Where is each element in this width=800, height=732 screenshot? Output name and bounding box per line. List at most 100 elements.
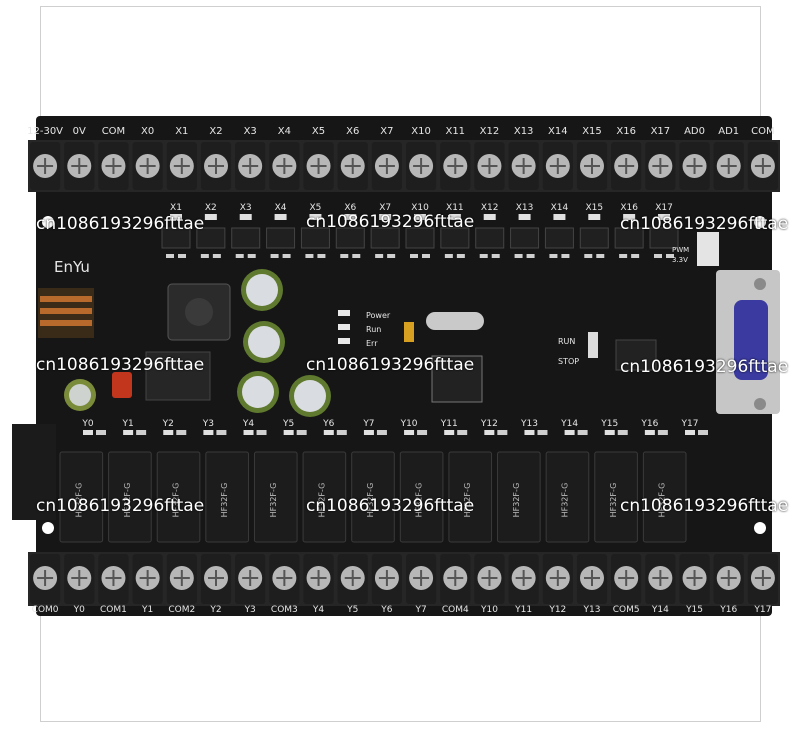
resistor: [216, 430, 227, 435]
bottom-terminal-label: Y16: [719, 605, 737, 615]
output-led: [404, 430, 415, 435]
resistor: [666, 254, 674, 258]
fuse: [112, 372, 132, 398]
resistor: [178, 254, 186, 258]
input-led-label: X12: [481, 203, 499, 213]
resistor: [417, 430, 428, 435]
output-led-label: Y6: [322, 419, 334, 429]
input-led-label: X15: [585, 203, 603, 213]
top-terminal-label: 12-30V: [27, 126, 63, 137]
comm-ic: [615, 339, 657, 371]
output-led: [203, 430, 214, 435]
optocoupler: [266, 227, 296, 249]
output-led: [444, 430, 455, 435]
bottom-terminal-label: COM0: [32, 605, 59, 615]
pwm-voltage-label: 3.3V: [672, 256, 688, 264]
optocoupler: [161, 227, 191, 249]
top-terminal-label: X3: [244, 126, 257, 137]
bottom-terminal-label: Y7: [414, 605, 426, 615]
watermark: cn1086193296fttae: [306, 496, 475, 516]
top-terminal-label: X1: [175, 126, 188, 137]
resistor: [654, 254, 662, 258]
top-terminal-label: COM: [102, 126, 125, 137]
relay: [545, 451, 590, 543]
bottom-terminal-label: Y14: [651, 605, 669, 615]
status-label-power: Power: [366, 311, 391, 320]
bottom-terminal-label: Y10: [480, 605, 498, 615]
resistor: [631, 254, 640, 258]
relay: [156, 451, 201, 543]
resistor: [336, 430, 347, 435]
resistor: [282, 254, 291, 258]
output-led: [685, 430, 695, 435]
output-led: [604, 430, 615, 435]
resistor: [537, 430, 548, 435]
relay: [497, 451, 541, 543]
watermark: cn1086193296fttae: [36, 355, 205, 375]
input-led-label: X16: [620, 203, 638, 213]
mount-hole: [42, 522, 54, 534]
input-led: [274, 214, 287, 220]
relay: [448, 451, 493, 543]
resistor: [235, 254, 244, 258]
input-led-label: X14: [551, 203, 569, 213]
resistor: [375, 254, 384, 258]
input-led: [344, 214, 357, 220]
resistor: [561, 254, 570, 258]
resistor: [457, 430, 468, 435]
output-led: [243, 430, 254, 435]
db9-port: [734, 300, 768, 380]
resistor: [410, 254, 418, 258]
switch-label-run: RUN: [558, 337, 575, 346]
optocoupler: [231, 227, 261, 249]
tant-capacitor: [404, 322, 414, 342]
crystal: [426, 312, 484, 330]
relay: [108, 451, 152, 543]
optocoupler: [405, 227, 435, 249]
relay-marking: HF32F-G: [74, 483, 83, 518]
output-led-label: Y10: [400, 419, 418, 429]
relay: [642, 451, 687, 543]
optocoupler: [370, 227, 400, 249]
input-led: [204, 214, 217, 220]
bottom-terminal-label: Y5: [346, 605, 358, 615]
input-led: [518, 214, 531, 220]
bottom-terminal-label: COM1: [100, 605, 127, 615]
relay-marking: HF32F-G: [123, 483, 132, 518]
inductor-core: [185, 298, 213, 326]
bottom-terminal-label: Y4: [312, 605, 324, 615]
optocoupler: [510, 227, 540, 249]
input-led-label: X17: [655, 203, 673, 213]
mount-hole: [754, 216, 766, 228]
input-led: [239, 214, 252, 220]
switch-label-stop: STOP: [558, 357, 579, 366]
output-led: [524, 430, 535, 435]
output-led: [83, 430, 93, 435]
resistor: [698, 430, 708, 435]
capacitor-top: [69, 384, 91, 406]
watermark: cn1086193296fttae: [306, 355, 475, 375]
resistor: [479, 254, 488, 258]
optocoupler: [196, 227, 226, 249]
top-terminal-label: X10: [411, 126, 431, 137]
bottom-terminal-label: Y2: [209, 605, 221, 615]
relay-marking: HF32F-G: [415, 483, 424, 518]
output-led-label: Y16: [640, 419, 658, 429]
input-led-label: X1: [170, 203, 182, 213]
relay-marking: HF32F-G: [560, 483, 569, 518]
resistor: [256, 430, 267, 435]
relay-marking: HF32F-G: [658, 483, 667, 518]
resistor: [491, 254, 500, 258]
coil-winding: [40, 308, 92, 314]
top-terminal-label: X12: [480, 126, 500, 137]
watermark: cn1086193296fttae: [306, 212, 475, 232]
output-led-label: Y15: [600, 419, 618, 429]
output-led-label: Y14: [560, 419, 578, 429]
bottom-terminal-label: Y1: [141, 605, 153, 615]
resistor: [549, 254, 558, 258]
left-connector: [12, 424, 56, 520]
output-led-label: Y17: [681, 419, 699, 429]
coil-winding: [40, 320, 92, 326]
